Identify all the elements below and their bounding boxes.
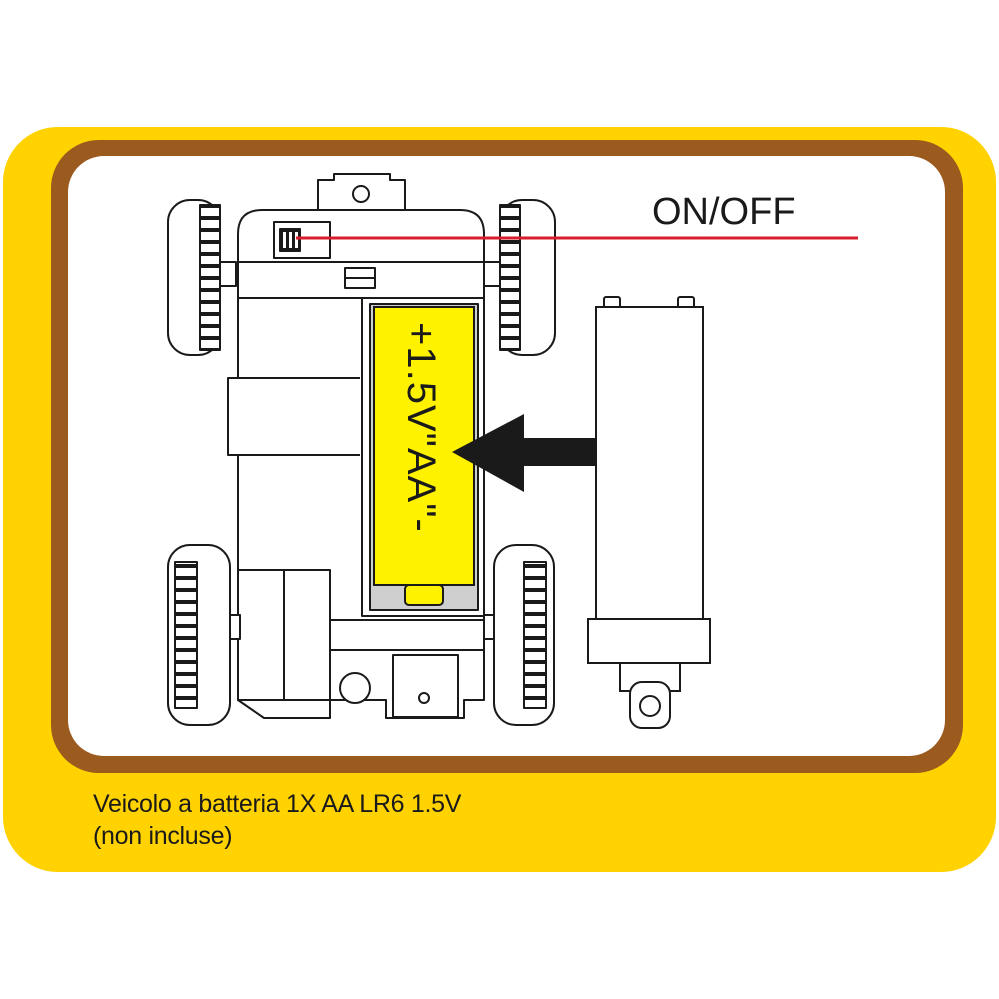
rear-right-wheel (483, 544, 555, 726)
insert-arrow (452, 414, 597, 492)
switch-label: ON/OFF (652, 191, 796, 233)
loose-battery (587, 296, 711, 729)
on-off-switch (273, 221, 331, 259)
caption-line-2: (non incluse) (93, 822, 233, 850)
battery-caption: Veicolo a batteria 1X AA LR6 1.5V (non i… (93, 788, 461, 852)
battery-label: +1.5V"AA"- (399, 322, 443, 533)
caption-line-1: Veicolo a batteria 1X AA LR6 1.5V (93, 790, 462, 818)
installed-battery: +1.5V"AA"- (373, 306, 475, 606)
rear-left-wheel (167, 544, 241, 726)
front-left-wheel (167, 199, 237, 356)
